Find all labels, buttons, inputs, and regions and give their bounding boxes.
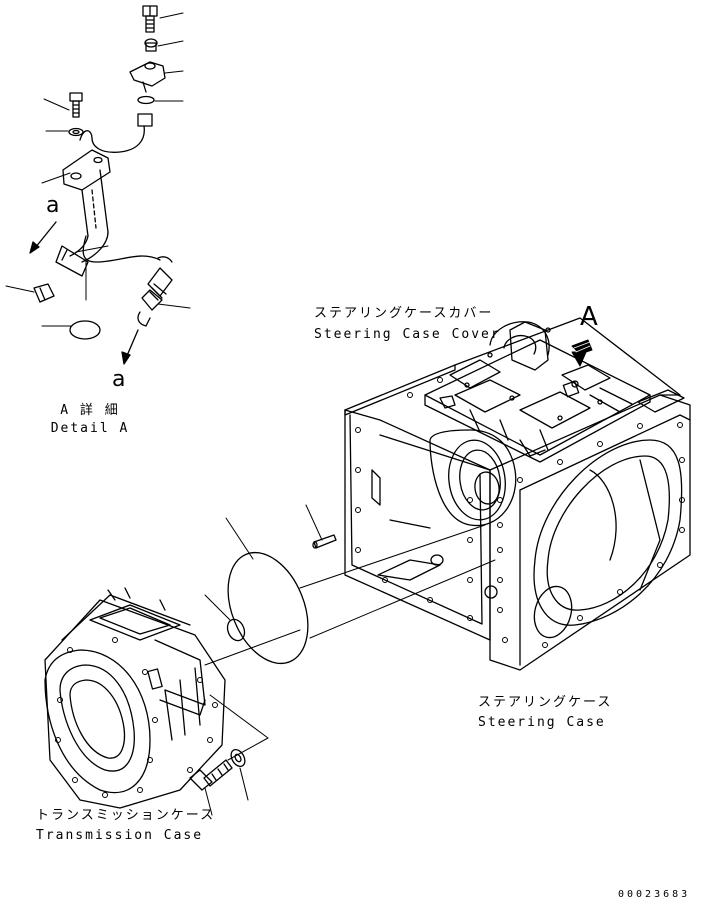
sensor-bracket-part — [129, 61, 166, 93]
dowel-pin-part — [305, 504, 337, 549]
transmission-case-part — [44, 587, 226, 809]
steering-case-label-jp: ステアリングケース — [478, 695, 613, 710]
steering-case-cover-label-jp: ステアリングケースカバー — [314, 306, 494, 321]
leader-lines-detail — [5, 98, 191, 327]
sensor-part — [137, 256, 173, 327]
alignment-lines — [204, 524, 496, 761]
transmission-case-label-jp: トランスミッションケース — [36, 808, 216, 823]
view-ref-a-bottom: a — [112, 367, 126, 392]
detail-title-en: Detail A — [50, 421, 130, 436]
washer-lower-part — [230, 748, 249, 801]
gasket-large-part — [225, 517, 309, 665]
steering-case-part — [305, 317, 691, 671]
drawing-number: 00023683 — [618, 889, 691, 900]
view-ref-a-top: a — [46, 193, 60, 218]
steering-case-cover-label-en: Steering Case Cover — [314, 327, 501, 342]
view-arrow-bottom — [121, 329, 139, 365]
bolt-small-part — [69, 92, 83, 118]
wire-harness — [79, 113, 161, 263]
tube-assembly — [55, 149, 111, 277]
trans-bolt-holes — [55, 637, 218, 798]
bolt-part — [142, 5, 158, 33]
washer-small-part — [68, 127, 84, 137]
view-arrow-left — [29, 221, 57, 254]
detail-title-jp: A 詳 細 — [60, 403, 120, 418]
detail-ref-a: A — [580, 302, 598, 332]
steering-case-label-en: Steering Case — [478, 715, 606, 730]
bolt-holes — [355, 377, 685, 648]
detail-a-parts — [5, 5, 191, 365]
detail-a-arrow — [571, 339, 593, 367]
washer-part — [144, 38, 158, 52]
plug-part — [33, 283, 55, 303]
gasket-small-part — [69, 320, 101, 340]
leader-lines-top — [154, 12, 184, 102]
o-ring-part — [137, 95, 155, 105]
steering-case-cover-part — [424, 321, 685, 463]
transmission-case-label-en: Transmission Case — [36, 828, 204, 843]
bolt-lower-part — [189, 759, 233, 816]
gasket-oring-part — [204, 594, 246, 642]
